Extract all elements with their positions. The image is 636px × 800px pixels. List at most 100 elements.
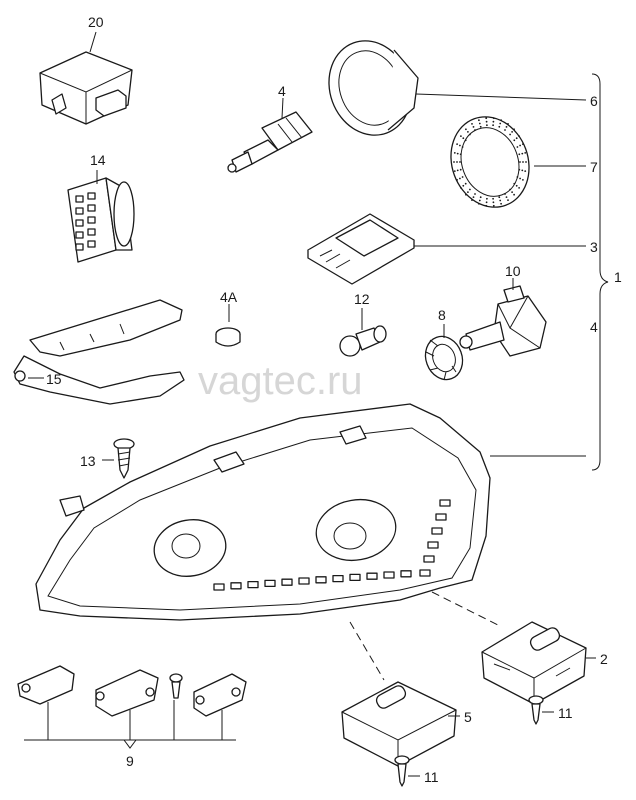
cover-dot — [461, 146, 464, 148]
part-3-ballast — [307, 213, 415, 285]
cover-dot — [472, 196, 475, 199]
cover-dot — [525, 161, 527, 163]
cover-dot — [515, 184, 518, 187]
callout-6: 6 — [590, 93, 598, 109]
cover-dot — [511, 191, 513, 194]
part-20-control-module — [39, 51, 133, 125]
cover-dot — [459, 168, 462, 171]
part-11-screw-upper — [528, 695, 544, 725]
dash-5 — [349, 621, 385, 681]
cover-dot — [498, 125, 501, 128]
connector-pin — [87, 192, 96, 200]
part-7-cover — [450, 116, 530, 208]
cover-dot — [453, 152, 456, 154]
cover-dot — [492, 201, 495, 204]
cover-dot — [465, 128, 467, 131]
callout-10: 10 — [505, 263, 521, 279]
cover-dot — [500, 202, 502, 205]
connector-pin — [87, 240, 96, 248]
cover-dot — [456, 179, 458, 181]
led-segment — [383, 571, 395, 579]
callout-20: 20 — [88, 14, 104, 30]
callout-11-lower: 11 — [424, 769, 439, 785]
part-5-control-unit — [341, 681, 457, 767]
led-segment — [423, 555, 435, 563]
cover-dot — [504, 129, 506, 131]
led-segment — [366, 572, 378, 580]
part-9-brackets — [17, 665, 247, 717]
part-2-control-unit — [481, 621, 587, 705]
cover-dot — [464, 182, 467, 185]
cover-dot — [516, 146, 519, 148]
cover-dot — [453, 161, 455, 163]
cover-dot — [462, 184, 465, 187]
cover-dot — [522, 143, 524, 146]
part-6-cap — [328, 40, 419, 136]
cover-dot — [521, 169, 524, 172]
part-12-small-bulb — [339, 325, 387, 357]
cover-dot — [479, 125, 482, 128]
led-segment — [332, 574, 344, 583]
led-segment — [400, 570, 412, 578]
cover-dot — [464, 139, 467, 142]
cover-dot — [461, 176, 464, 178]
cover-dot — [513, 182, 516, 185]
led-segment — [419, 569, 431, 577]
callout-13: 13 — [80, 453, 96, 469]
part-13-screw — [113, 438, 135, 479]
cover-dot — [504, 193, 506, 195]
cover-dot — [478, 199, 481, 202]
callout-14: 14 — [90, 152, 106, 168]
cover-dot — [509, 188, 511, 191]
led-segment — [435, 513, 447, 521]
cover-dot — [492, 197, 494, 200]
cover-dot — [505, 196, 508, 199]
cover-dot — [524, 170, 527, 173]
callout-2: 2 — [600, 651, 608, 667]
part-10-xenon-bulb — [459, 285, 547, 357]
cover-dot — [499, 199, 502, 202]
cover-dot — [478, 122, 481, 125]
cover-dot — [467, 131, 469, 133]
callout-12: 12 — [354, 291, 370, 307]
cover-dot — [471, 199, 473, 202]
connector-pin — [75, 231, 84, 239]
cover-dot — [459, 177, 461, 180]
cover-dot — [471, 123, 473, 125]
connector-pin — [75, 243, 84, 251]
led-segment — [264, 579, 276, 588]
cover-dot — [513, 139, 516, 142]
callout-15: 15 — [46, 371, 62, 387]
cover-dot — [519, 144, 521, 147]
callout-4-bulb: 4 — [278, 83, 286, 99]
cover-dot — [499, 122, 502, 125]
connector-pin — [87, 216, 96, 224]
cover-dot — [469, 133, 471, 136]
connector-pin — [75, 207, 84, 215]
part-4-bulb — [227, 111, 313, 173]
cover-dot — [459, 144, 461, 147]
connector-pin — [87, 204, 96, 212]
callout-9: 9 — [126, 753, 134, 769]
cover-dot — [472, 126, 475, 128]
cover-dot — [492, 117, 495, 120]
part-15-bracket — [13, 299, 185, 405]
cover-dot — [518, 168, 521, 171]
cover-dot — [519, 161, 521, 163]
cover-dot — [519, 177, 521, 180]
cover-dot — [479, 196, 482, 199]
cover-dot — [492, 124, 494, 127]
part-11-screw-lower — [394, 755, 410, 787]
connector-pin — [75, 219, 84, 227]
part-8-socket — [424, 335, 464, 381]
cover-dot — [456, 169, 459, 172]
callout-8: 8 — [438, 307, 446, 323]
cover-dot — [460, 187, 462, 189]
cover-dot — [485, 204, 488, 207]
led-segment — [349, 573, 361, 582]
cover-dot — [453, 170, 456, 173]
callout-3: 3 — [590, 239, 598, 255]
cover-dot — [518, 187, 520, 189]
cover-dot — [467, 191, 469, 194]
